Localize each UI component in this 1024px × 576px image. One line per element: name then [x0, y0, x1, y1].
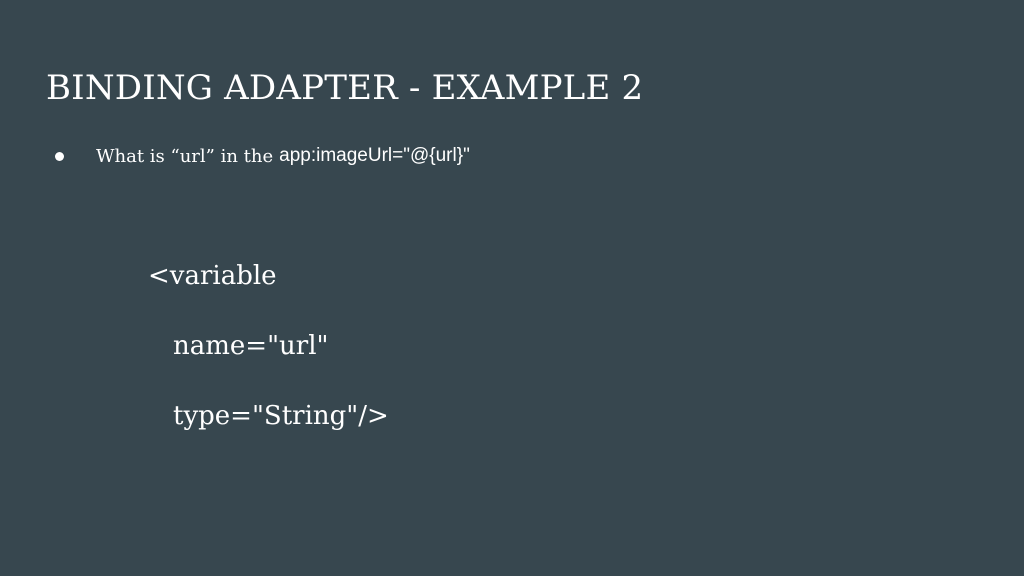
slide-title: BINDING ADAPTER - EXAMPLE 2 [46, 68, 644, 108]
code-line-variable: <variable [148, 261, 277, 291]
code-line-type: type="String"/> [173, 401, 389, 431]
bullet-dot-icon [55, 151, 64, 161]
code-line-name: name="url" [173, 331, 329, 361]
bullet-item: What is “url” in the app:imageUrl="@{url… [55, 142, 470, 170]
code-block: <variable name="url" type="String"/> [148, 252, 389, 462]
bullet-text: What is “url” in the [96, 145, 274, 167]
bullet-code-text: app:imageUrl="@{url}" [279, 145, 470, 166]
